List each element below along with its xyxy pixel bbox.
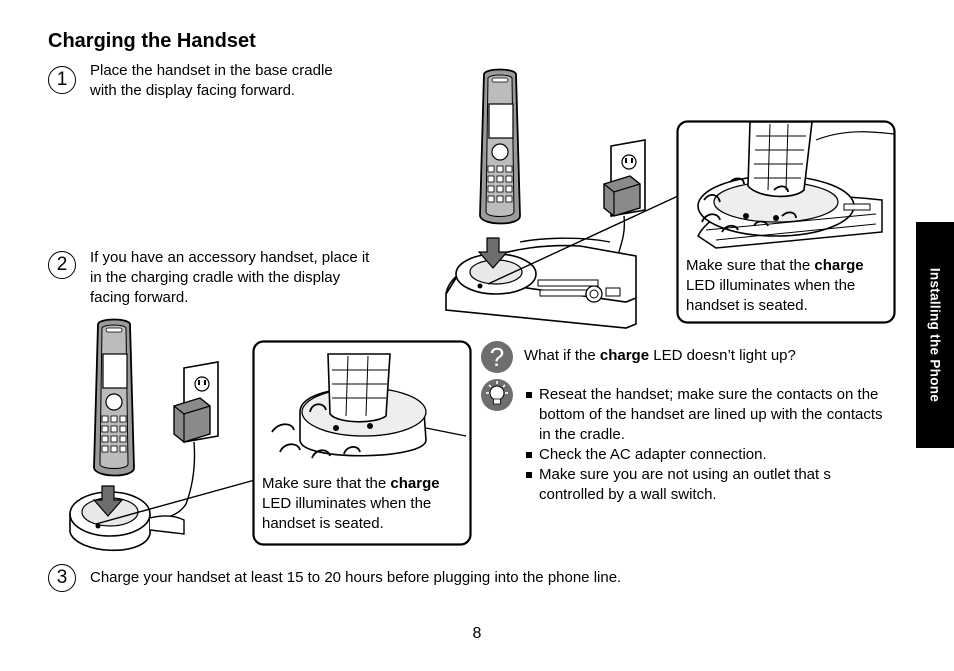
callout-1-frame: Make sure that the charge LED illuminate… [676, 120, 896, 324]
tip-item: Make sure you are not using an outlet th… [524, 465, 894, 505]
step-2-text: If you have an accessory handset, place … [90, 249, 370, 306]
base-illustration [445, 68, 679, 329]
cradle-illustration [69, 318, 263, 552]
question-icon: ? [481, 341, 513, 373]
step-3-text: Charge your handset at least 15 to 20 ho… [90, 569, 622, 586]
troubleshoot-tips: Reseat the handset; make sure the contac… [524, 385, 894, 505]
callout-2-frame: Make sure that the charge LED illuminate… [252, 340, 472, 546]
handset-icon [479, 68, 521, 225]
step-1-number: 1 [48, 66, 76, 94]
down-arrow-icon [92, 485, 124, 517]
ac-adapter-icon [135, 397, 211, 521]
handset-icon [93, 318, 135, 477]
page-number: 8 [472, 625, 482, 642]
base-cradle-closeup [697, 121, 895, 249]
charging-cradle-icon [69, 491, 185, 552]
charging-cradle-closeup [271, 353, 467, 459]
page-title: Charging the Handset [48, 30, 256, 52]
base-cradle-icon [445, 237, 637, 329]
troubleshoot-question: What if the charge LED doesn’t light up? [524, 347, 796, 364]
tip-item: Check the AC adapter connection. [524, 445, 894, 465]
step-2-number: 2 [48, 251, 76, 279]
step-3-number: 3 [48, 564, 76, 592]
side-section-tab: Installing the Phone [916, 222, 954, 448]
step-1-text: Place the handset in the base cradle wit… [90, 62, 333, 99]
down-arrow-icon [477, 237, 509, 269]
lightbulb-tip-icon [481, 379, 513, 411]
svg-text:?: ? [490, 342, 504, 372]
callout-2-text: Make sure that the charge LED illuminate… [262, 475, 440, 532]
ac-adapter-icon [603, 175, 641, 263]
callout-1-text: Make sure that the charge LED illuminate… [686, 257, 864, 314]
side-tab-label: Installing the Phone [927, 267, 943, 403]
tip-item: Reseat the handset; make sure the contac… [524, 385, 894, 445]
